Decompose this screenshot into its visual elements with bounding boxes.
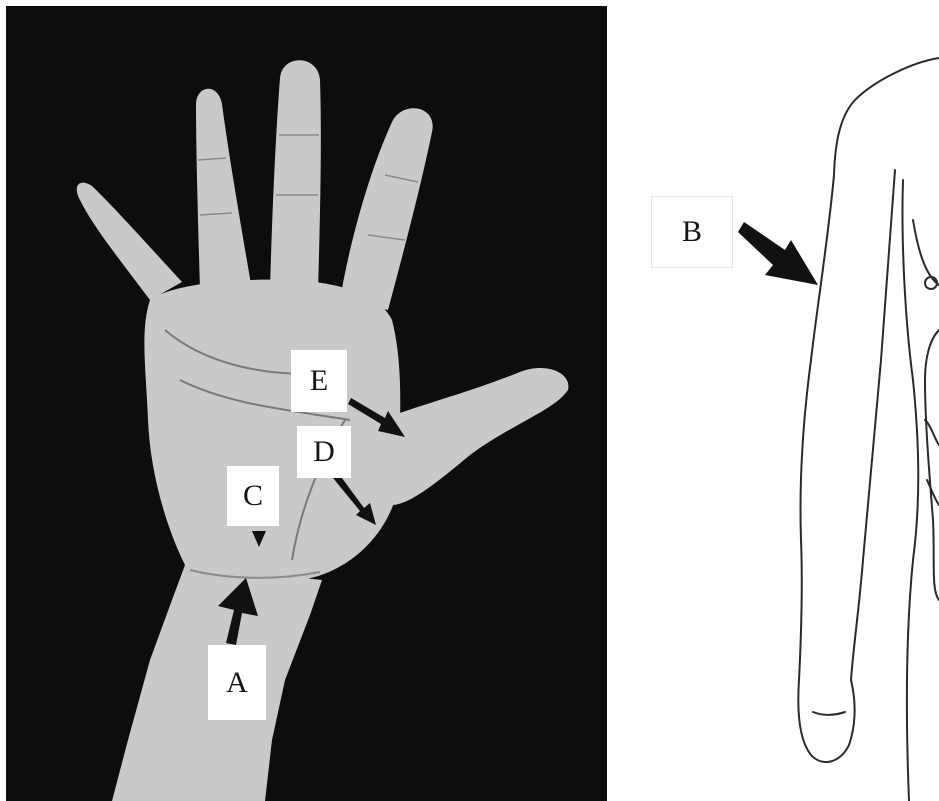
- arrow-b: [738, 222, 818, 285]
- inner-arm: [851, 170, 895, 680]
- label-a: A: [208, 645, 266, 720]
- shoulder: [834, 58, 939, 175]
- body-drawing-panel: B: [613, 0, 939, 801]
- outer-arm: [799, 175, 834, 680]
- label-e: E: [291, 350, 347, 412]
- chest: [913, 220, 939, 285]
- label-c: C: [227, 466, 279, 526]
- hand-fold: [813, 712, 845, 715]
- label-d: D: [297, 426, 351, 478]
- figure-outline: [798, 58, 939, 801]
- hand-photo-panel: E D C A: [0, 0, 613, 801]
- hand: [798, 680, 854, 762]
- label-b: B: [651, 196, 733, 268]
- organ-fold-2: [927, 480, 939, 505]
- palm: [144, 280, 400, 582]
- torso-side: [902, 180, 918, 801]
- organs-edge: [925, 330, 939, 600]
- body-drawing: [613, 0, 939, 801]
